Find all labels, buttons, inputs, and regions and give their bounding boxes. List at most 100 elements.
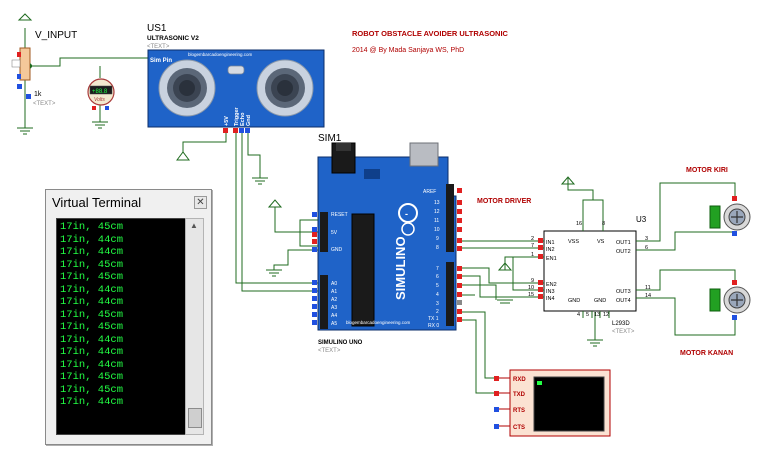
scrollbar-thumb[interactable]: [188, 408, 202, 428]
us-model: ULTRASONIC V2: [147, 35, 199, 42]
arduino-text: <TEXT>: [318, 348, 341, 354]
terminal-line: 17in, 44cm: [60, 283, 124, 296]
driver-pin-16: 16: [576, 221, 582, 227]
terminal-pin-cts: CTS: [513, 425, 525, 431]
terminal-line: 17in, 44cm: [60, 296, 124, 308]
driver-pin-12: 12: [603, 312, 609, 318]
driver-pin-5: 5: [586, 312, 589, 318]
terminal-line: 17in, 45cm: [60, 271, 124, 283]
driver-pin-15: 15: [528, 292, 534, 298]
us-ref: US1: [147, 23, 167, 34]
driver-gnd-2: GND: [594, 298, 606, 304]
resistor-value: 1k: [34, 91, 42, 98]
v-input-source: V_INPUT 1k <TEXT>: [11, 30, 77, 107]
driver-pin-11: 11: [645, 285, 651, 291]
arduino-pin-5v: 5V: [331, 230, 338, 236]
driver-text: <TEXT>: [612, 329, 635, 335]
terminal-line: 17in, 44cm: [60, 233, 124, 246]
us-text: <TEXT>: [147, 44, 170, 50]
us-pin-5v: +5V: [224, 116, 230, 126]
terminal-line: 17in, 45cm: [60, 321, 124, 333]
arduino-pin-13: 13: [434, 200, 440, 206]
motor-driver-title: MOTOR DRIVER: [477, 198, 531, 205]
driver-ref: U3: [636, 215, 647, 224]
driver-pin-4: 4: [577, 312, 580, 318]
arduino-pin-5: 5: [436, 283, 439, 289]
arduino-pin-gnd: GND: [331, 247, 343, 253]
arduino-pin-a4: A4: [331, 313, 337, 319]
serial-terminal-component[interactable]: RXD TXD RTS CTS: [494, 369, 611, 437]
v-input-label: V_INPUT: [35, 30, 77, 41]
us-pin-trigger: Trigger: [234, 106, 240, 126]
driver-pin-2: 2: [531, 236, 534, 242]
wires: [24, 28, 736, 394]
resistor-text: <TEXT>: [33, 101, 56, 107]
voltmeter[interactable]: +88.8 Volts: [87, 78, 115, 110]
motor-driver[interactable]: MOTOR DRIVER U3 IN1 IN2 EN1 EN2: [477, 198, 651, 335]
ultrasonic-sensor[interactable]: US1 ULTRASONIC V2 <TEXT> blogembarcadoen…: [147, 23, 325, 133]
terminal-line: 17in, 45cm: [60, 221, 124, 233]
driver-pin-3: 3: [645, 236, 648, 242]
driver-pin-7: 7: [531, 243, 534, 249]
terminal-line: 17in, 44cm: [60, 396, 124, 408]
driver-pin-6: 6: [645, 245, 648, 251]
arduino-pin-rx: RX 0: [428, 323, 439, 329]
driver-out2: OUT2: [616, 249, 631, 255]
motor-kiri[interactable]: MOTOR KIRI: [686, 167, 751, 236]
driver-en2: EN2: [546, 282, 557, 288]
driver-out1: OUT1: [616, 240, 631, 246]
diagram-title: ROBOT OBSTACLE AVOIDER ULTRASONIC: [352, 29, 509, 38]
arduino-pin-a2: A2: [331, 297, 337, 303]
arduino-right-header: AREF 13 12 11 10 9 8 7 6 5 4 3 2 TX 1 RX…: [423, 184, 462, 329]
arduino-url: blogembarcadoengineering.com: [346, 320, 411, 325]
svg-text:-: -: [405, 209, 408, 219]
terminal-line: 17in, 45cm: [60, 371, 124, 383]
arduino-ref: SIM1: [318, 133, 342, 144]
driver-gnd-1: GND: [568, 298, 580, 304]
motor-kiri-label: MOTOR KIRI: [686, 167, 728, 174]
driver-pin-14: 14: [645, 293, 651, 299]
driver-pin-13: 13: [594, 312, 600, 318]
arduino-pin-2: 2: [436, 309, 439, 315]
close-icon[interactable]: ✕: [194, 196, 207, 209]
scroll-up-icon[interactable]: ▲: [190, 221, 198, 230]
driver-in4: IN4: [546, 296, 555, 302]
virtual-terminal-title: Virtual Terminal: [52, 195, 142, 210]
arduino-pin-aref: AREF: [423, 189, 436, 195]
motor-kanan[interactable]: MOTOR KANAN: [680, 280, 751, 357]
arduino-pin-8: 8: [436, 245, 439, 251]
arduino-name: SIMULINO UNO: [318, 340, 363, 346]
arduino-pin-7: 7: [436, 266, 439, 272]
terminal-line: 17in, 44cm: [60, 246, 124, 258]
arduino-pin-11: 11: [434, 218, 439, 224]
potentiometer[interactable]: [19, 47, 31, 81]
terminal-pin-rxd: RXD: [513, 377, 526, 383]
driver-gnd-3: GND: [575, 304, 587, 310]
arduino-pin-a0: A0: [331, 281, 337, 287]
us-pin-gnd: Gnd: [246, 115, 252, 126]
terminal-pin-txd: TXD: [513, 392, 526, 398]
motor-kanan-label: MOTOR KANAN: [680, 350, 733, 357]
terminal-line: 17in, 45cm: [60, 258, 124, 271]
terminal-line: 17in, 44cm: [60, 333, 124, 346]
terminal-line: 17in, 44cm: [60, 346, 124, 358]
driver-pin-9: 9: [531, 278, 534, 284]
driver-pin-8: 8: [602, 221, 605, 227]
arduino-pin-reset: RESET: [331, 212, 348, 218]
terminal-line: 17in, 45cm: [60, 308, 124, 321]
terminal-scrollbar[interactable]: ▲: [185, 218, 204, 435]
arduino-left-header: RESET 5V GND A0 A1 A2 A3 A4 A5: [312, 212, 348, 329]
arduino-board[interactable]: SIM1 - SIMULINO blogembarcadoengineering…: [312, 133, 462, 354]
driver-in2: IN2: [546, 247, 555, 253]
arduino-pin-9: 9: [436, 236, 439, 242]
arduino-pin-6: 6: [436, 274, 439, 280]
driver-gnd-4: GND: [600, 304, 612, 310]
arduino-pin-a1: A1: [331, 289, 337, 295]
driver-model: L293D: [612, 321, 630, 327]
driver-vs: VS: [597, 239, 605, 245]
ground-symbols: [17, 121, 603, 347]
